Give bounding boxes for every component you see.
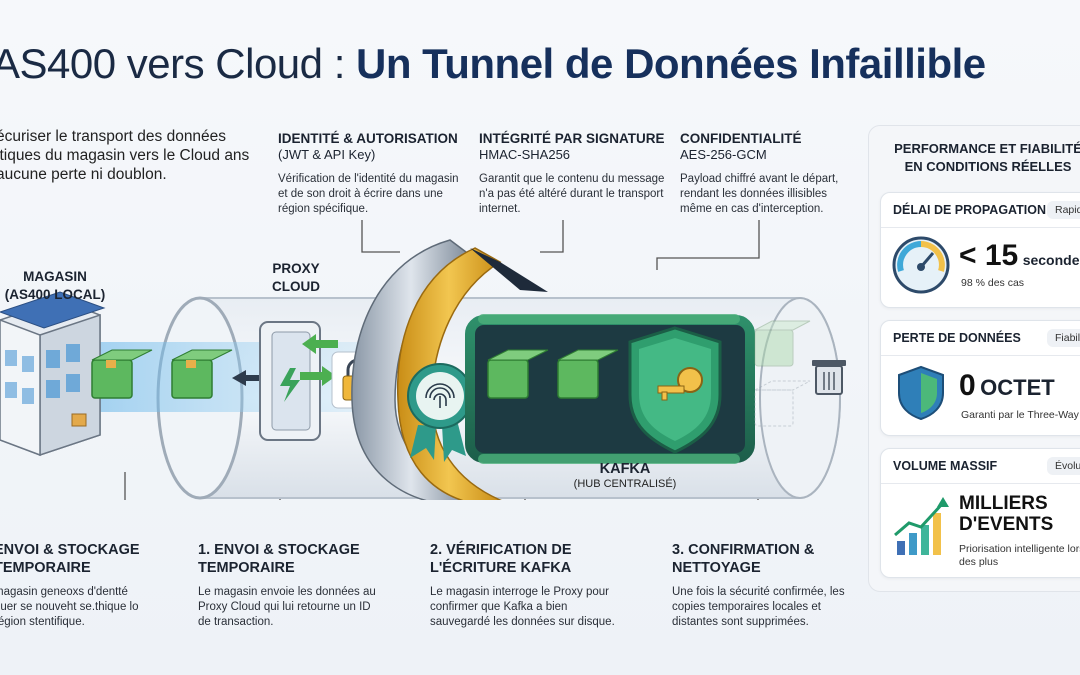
data-box-icon [557,349,619,399]
card-latency-value: < 15 [959,239,1019,272]
title-part-1: AS400 vers Cloud : [0,40,357,87]
card-loss-unit: OCTET [980,375,1055,400]
feature-identity-sub: (JWT & API Key) [278,147,376,162]
card-loss-note: Garanti par le Three-Way A [961,409,1080,421]
trash-icon [812,360,846,395]
card-latency-header: DÉLAI DE PROPAGATION [893,203,1047,217]
feature-identity-desc: Vérification de l'identité du magasin et… [278,173,459,215]
feature-confidentiality-sub: AES-256-GCM [680,147,767,162]
feature-integrity-desc: Garantit que le contenu du message n'a p… [479,173,665,215]
intro-text: écuriser le transport des données itique… [0,128,250,183]
panel-title: PERFORMANCE ET FIABILITÉ EN CONDITIONS R… [894,141,1080,174]
feature-integrity-sub: HMAC-SHA256 [479,147,571,162]
proxy-device-icon [259,321,321,441]
step-2: 2. VÉRIFICATION DE L'ÉCRITURE KAFKA Le m… [430,541,630,630]
arrow-left-icon [232,370,262,386]
fingerprint-badge-icon [407,363,473,462]
step-1-header: 1. ENVOI & STOCKAGE TEMPORAIRE [198,542,360,576]
feature-confidentiality: CONFIDENTIALITÉ AES-256-GCM Payload chif… [680,130,860,217]
step-3-header: 3. CONFIRMATION & NETTOYAGE [672,542,815,576]
card-volume: VOLUME MASSIFÉvolutif MILLIERS D'EVENTS … [880,448,1080,578]
card-latency-note: 98 % des cas [961,277,1025,289]
card-latency: DÉLAI DE PROPAGATIONRapide < 15 secondes… [880,192,1080,308]
store-building-icon [0,291,106,457]
faded-box-icon [754,320,811,367]
onion-top [470,248,548,292]
data-box-icon [171,349,233,399]
feature-integrity-header: INTÉGRITÉ PAR SIGNATURE [479,131,665,146]
step-1: 1. ENVOI & STOCKAGE TEMPORAIRE Le magasi… [198,541,383,630]
title-part-2: Un Tunnel de Données Infaillible [356,40,986,87]
card-loss-header: PERTE DE DONNÉES [893,331,1021,345]
kafka-title: KAFKA [599,461,651,477]
card-loss: PERTE DE DONNÉES Fiabilité 0 OCTET Garant… [880,320,1080,436]
card-volume-value: MILLIERS D'EVENTS [959,493,1054,535]
card-latency-pill: Rapide [1047,201,1080,219]
card-volume-note: Priorisation intelligente lors des plus [959,543,1080,568]
store-label: MAGASIN (AS400 LOCAL) [4,269,106,302]
kafka-label: KAFKA (HUB CENTRALISÉ) [560,460,690,490]
step-2-header: 2. VÉRIFICATION DE L'ÉCRITURE KAFKA [430,542,572,576]
step-0-desc: magasin geneoxs d'dentté quer se nouveht… [0,586,139,628]
growth-chart-icon [894,497,949,555]
feature-integrity: INTÉGRITÉ PAR SIGNATURE HMAC-SHA256 Gara… [479,130,669,217]
data-box-icon [91,349,153,399]
step-1-desc: Le magasin envoie les données au Proxy C… [198,586,376,628]
step-3: 3. CONFIRMATION & NETTOYAGE Une fois la … [672,541,852,630]
step-0-header: ENVOI & STOCKAGE TEMPORAIRE [0,542,140,576]
tunnel-illustration [0,220,846,500]
step-0: ENVOI & STOCKAGE TEMPORAIRE magasin gene… [0,541,154,630]
feature-identity: IDENTITÉ & AUTORISATION (JWT & API Key) … [278,130,468,217]
proxy-label: PROXY CLOUD [272,261,320,294]
page-title: AS400 vers Cloud : Un Tunnel de Données … [0,40,986,88]
feature-identity-header: IDENTITÉ & AUTORISATION [278,131,458,146]
step-3-desc: Une fois la sécurité confirmée, les copi… [672,586,845,628]
card-latency-unit: secondes [1022,252,1080,268]
card-volume-pill: Évolutif [1047,457,1080,475]
feature-confidentiality-header: CONFIDENTIALITÉ [680,131,802,146]
arrow-right-icon [300,366,336,386]
feature-confidentiality-desc: Payload chiffré avant le départ, rendant… [680,173,839,215]
shield-icon [898,365,944,421]
shield-key-icon [628,326,722,454]
step-2-desc: Le magasin interroge le Proxy pour confi… [430,586,615,628]
card-loss-pill: Fiabilité [1047,329,1080,347]
card-loss-value-line: 0 OCTET [959,369,1055,403]
data-box-icon [487,349,549,399]
card-volume-header: VOLUME MASSIF [893,459,998,473]
card-latency-value-line: < 15 secondes [959,239,1080,273]
kafka-subtitle: (HUB CENTRALISÉ) [573,478,677,490]
tube-right-end [759,297,841,499]
gauge-icon [892,236,950,294]
arrow-left-icon [302,334,338,354]
faded-box-icon [754,380,811,427]
card-loss-value: 0 [959,369,976,402]
